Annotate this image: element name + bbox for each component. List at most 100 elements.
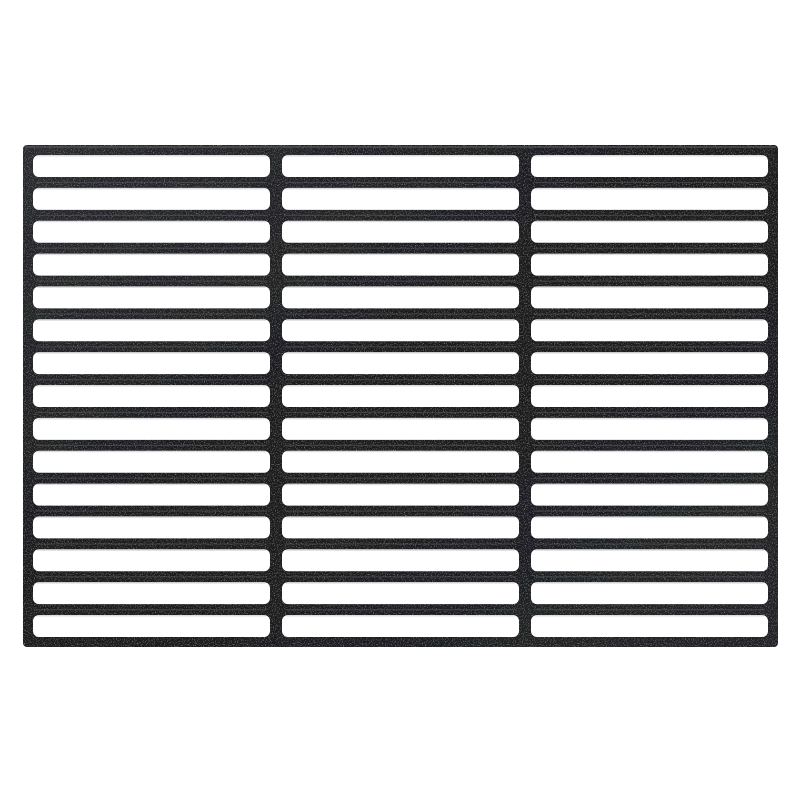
grate-slot (531, 286, 768, 309)
slot-edge-shadow (286, 483, 515, 486)
grate-slot (531, 352, 768, 375)
grate-slot (531, 187, 768, 210)
grate-slot (531, 253, 768, 276)
slot-edge-shadow (535, 155, 764, 157)
bar-highlight (36, 181, 267, 184)
slot-edge-shadow (535, 582, 764, 584)
slot-edge-shadow (286, 187, 515, 190)
bar-highlight (36, 411, 267, 414)
slot-edge-shadow (286, 516, 515, 518)
grate-slot (33, 450, 270, 473)
bar-highlight (285, 247, 516, 249)
slot-edge-shadow (286, 220, 515, 223)
bar-highlight (534, 576, 765, 578)
bar-highlight (285, 280, 516, 282)
bar-highlight (36, 444, 267, 446)
slot-edge-shadow (37, 549, 266, 551)
grate-slot (531, 385, 768, 407)
grate-slot (282, 253, 519, 276)
grate-slot (33, 220, 270, 243)
bar-highlight (534, 609, 765, 611)
slot-edge-shadow (535, 352, 764, 354)
grate-slot (33, 253, 270, 276)
bar-highlight (285, 576, 516, 578)
slot-edge-shadow (535, 220, 764, 223)
grate-slot (531, 615, 768, 637)
slot-edge-shadow (37, 450, 266, 453)
grate-slot (33, 417, 270, 440)
slot-edge-shadow (535, 450, 764, 453)
slot-edge-shadow (286, 352, 515, 354)
slot-edge-shadow (37, 615, 266, 617)
grate-slot (531, 155, 768, 177)
grate-slot (282, 220, 519, 243)
slot-edge-shadow (535, 483, 764, 486)
bar-highlight (36, 510, 267, 512)
slot-edge-shadow (286, 253, 515, 256)
frame-highlight (25, 146, 776, 148)
grate-slot (33, 385, 270, 407)
slot-edge-shadow (37, 483, 266, 486)
bar-highlight (36, 346, 267, 348)
grate-slot (531, 483, 768, 506)
bar-highlight (36, 247, 267, 249)
slot-edge-shadow (286, 385, 515, 387)
slot-edge-shadow (37, 253, 266, 256)
slot-edge-shadow (37, 220, 266, 223)
bar-highlight (36, 543, 267, 545)
grate-slot (531, 516, 768, 539)
bar-highlight (36, 379, 267, 381)
grate-slot (33, 582, 270, 605)
bar-highlight (285, 346, 516, 348)
grate-slot (282, 187, 519, 210)
slot-edge-shadow (535, 253, 764, 256)
slot-edge-shadow (37, 286, 266, 288)
bar-highlight (285, 411, 516, 414)
grate-slot (282, 417, 519, 440)
grate-slot (33, 187, 270, 210)
grate-slot (531, 549, 768, 572)
bar-highlight (36, 313, 267, 315)
bar-highlight (534, 280, 765, 282)
slot-edge-shadow (286, 417, 515, 420)
bar-highlight (534, 510, 765, 512)
slot-edge-shadow (535, 319, 764, 321)
slot-edge-shadow (535, 549, 764, 551)
bar-highlight (534, 411, 765, 414)
grate-slot (282, 582, 519, 605)
grate-slot (282, 516, 519, 539)
grate-slot (33, 516, 270, 539)
grate-slot (33, 319, 270, 342)
slot-edge-shadow (286, 319, 515, 321)
bar-highlight (534, 181, 765, 184)
grate-slot (531, 582, 768, 605)
grate-slot (33, 155, 270, 177)
bar-highlight (285, 444, 516, 446)
slot-edge-shadow (535, 516, 764, 518)
bar-highlight (534, 313, 765, 315)
bar-highlight (534, 379, 765, 381)
slot-edge-shadow (535, 385, 764, 387)
bar-highlight (285, 214, 516, 216)
slot-edge-shadow (37, 319, 266, 321)
grate-slot (282, 615, 519, 637)
grate-slot (33, 549, 270, 572)
grate-slot (33, 286, 270, 309)
slot-edge-shadow (286, 549, 515, 551)
slot-edge-shadow (286, 582, 515, 584)
bar-highlight (285, 609, 516, 611)
grate-slot (282, 319, 519, 342)
slot-edge-shadow (286, 286, 515, 288)
bar-highlight (534, 247, 765, 249)
bar-highlight (36, 609, 267, 611)
grate-slot (282, 450, 519, 473)
bar-highlight (534, 444, 765, 446)
slot-edge-shadow (37, 385, 266, 387)
grate-slot (33, 615, 270, 637)
bar-highlight (36, 280, 267, 282)
bar-highlight (285, 543, 516, 545)
bar-highlight (534, 346, 765, 348)
bar-highlight (285, 379, 516, 381)
